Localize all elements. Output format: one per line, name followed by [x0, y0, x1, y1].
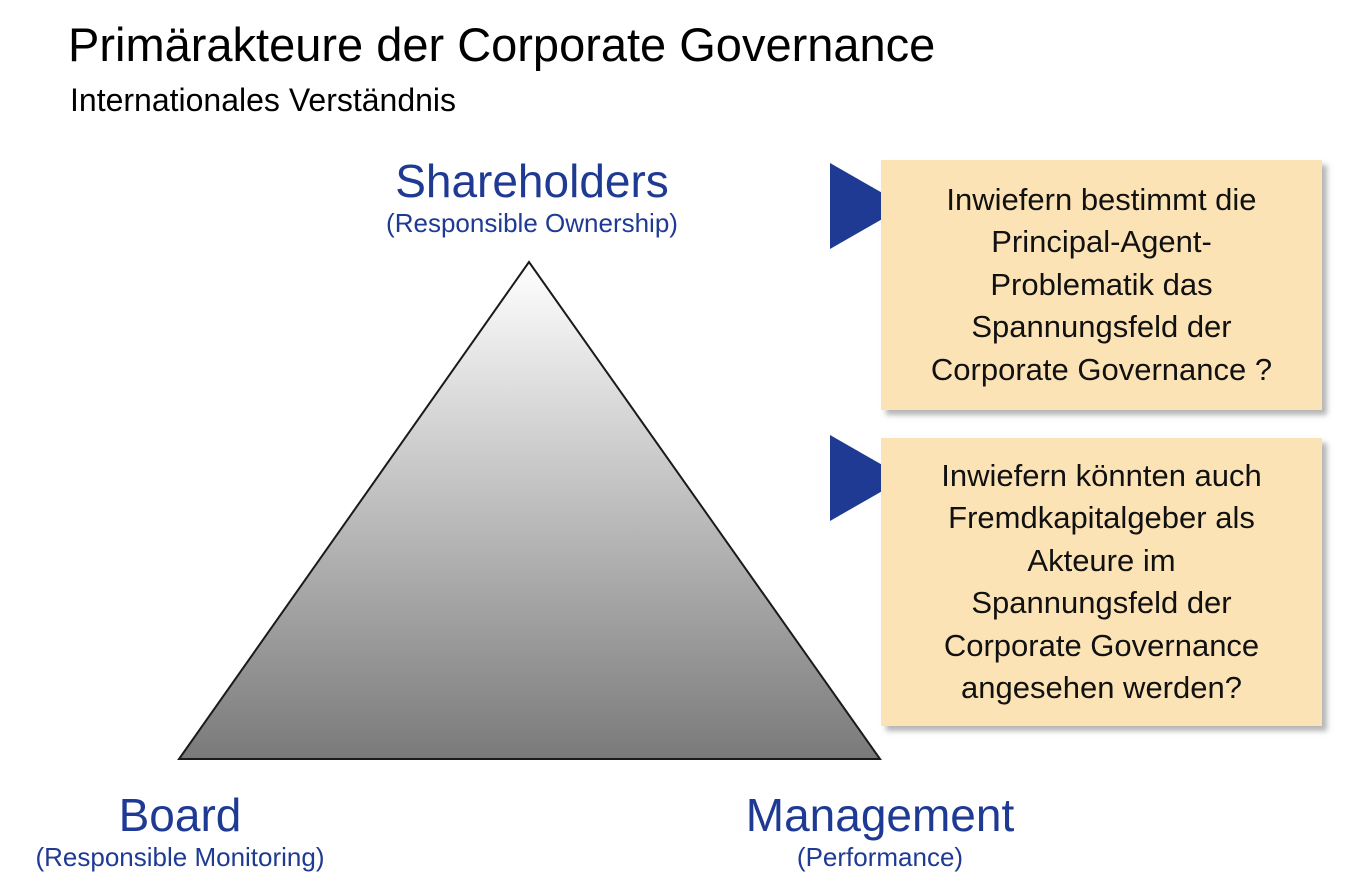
node-management: Management (Performance): [680, 789, 1080, 873]
slide-title: Primärakteure der Corporate Governance: [68, 18, 936, 71]
question-box-principal-agent: Inwiefern bestimmt die Principal-Agent- …: [881, 160, 1322, 410]
node-shareholders: Shareholders (Responsible Ownership): [332, 155, 732, 239]
shareholders-label: Shareholders: [395, 155, 669, 207]
management-label: Management: [745, 789, 1015, 841]
board-label: Board: [118, 789, 242, 841]
management-role: (Performance): [796, 842, 964, 872]
shareholders-role: (Responsible Ownership): [386, 208, 678, 238]
question-box-creditors: Inwiefern könnten auch Fremdkapitalgeber…: [881, 438, 1322, 726]
node-board: Board (Responsible Monitoring): [0, 789, 360, 873]
triangle-shape: [177, 260, 882, 760]
slide-subtitle: Internationales Verständnis: [70, 82, 457, 118]
board-role: (Responsible Monitoring): [35, 842, 325, 872]
